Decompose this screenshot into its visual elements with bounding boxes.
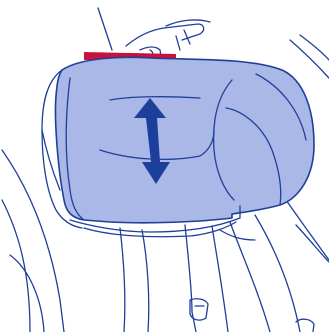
headrest [42,57,314,236]
